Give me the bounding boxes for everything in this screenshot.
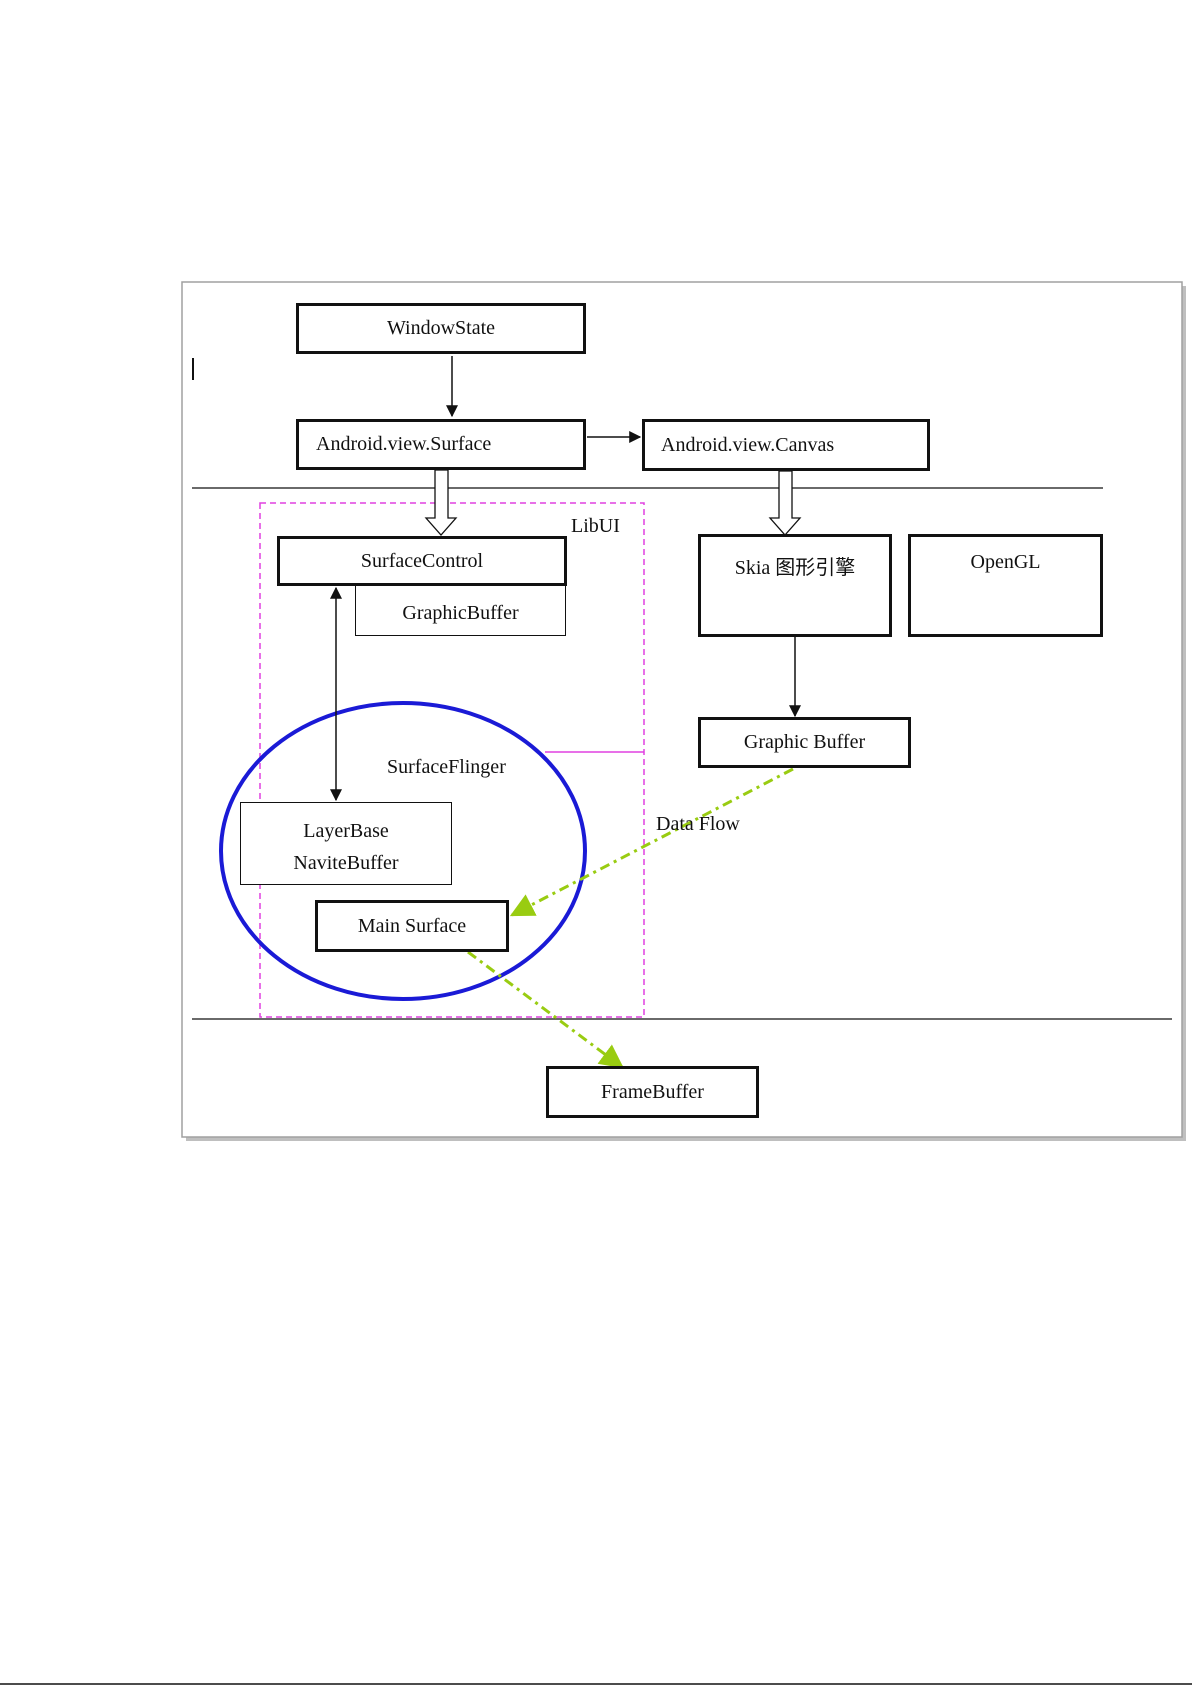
skia-node: Skia 图形引擎	[698, 534, 892, 637]
figure-frame	[182, 282, 1182, 1137]
layerbase-label: LayerBase	[241, 815, 451, 847]
android-canvas-node: Android.view.Canvas	[642, 419, 930, 471]
main-surface-label: Main Surface	[358, 915, 466, 938]
navitebuffer-label: NaviteBuffer	[241, 847, 451, 879]
graphic-buffer-node: Graphic Buffer	[698, 717, 911, 768]
windowstate-node: WindowState	[296, 303, 586, 354]
android-surface-label: Android.view.Surface	[316, 433, 491, 455]
windowstate-label: WindowState	[387, 317, 495, 340]
opengl-label: OpenGL	[971, 551, 1041, 573]
framebuffer-node: FrameBuffer	[546, 1066, 759, 1118]
main-surface-node: Main Surface	[315, 900, 509, 952]
libui-label: LibUI	[571, 515, 620, 538]
android-surface-node: Android.view.Surface	[296, 419, 586, 470]
graphic-buffer-label: Graphic Buffer	[744, 731, 865, 754]
surfaceflinger-label: SurfaceFlinger	[387, 756, 506, 779]
graphicbuffer-small-label: GraphicBuffer	[402, 602, 518, 625]
opengl-node: OpenGL	[908, 534, 1103, 637]
framebuffer-label: FrameBuffer	[601, 1081, 704, 1104]
surfacecontrol-label: SurfaceControl	[361, 550, 483, 573]
data-flow-label: Data Flow	[656, 813, 740, 836]
android-canvas-label: Android.view.Canvas	[661, 434, 834, 456]
layerbase-node: LayerBase NaviteBuffer	[240, 802, 452, 885]
surfacecontrol-node: SurfaceControl	[277, 536, 567, 586]
skia-label: Skia 图形引擎	[735, 557, 856, 579]
graphicbuffer-small-node: GraphicBuffer	[355, 584, 566, 636]
